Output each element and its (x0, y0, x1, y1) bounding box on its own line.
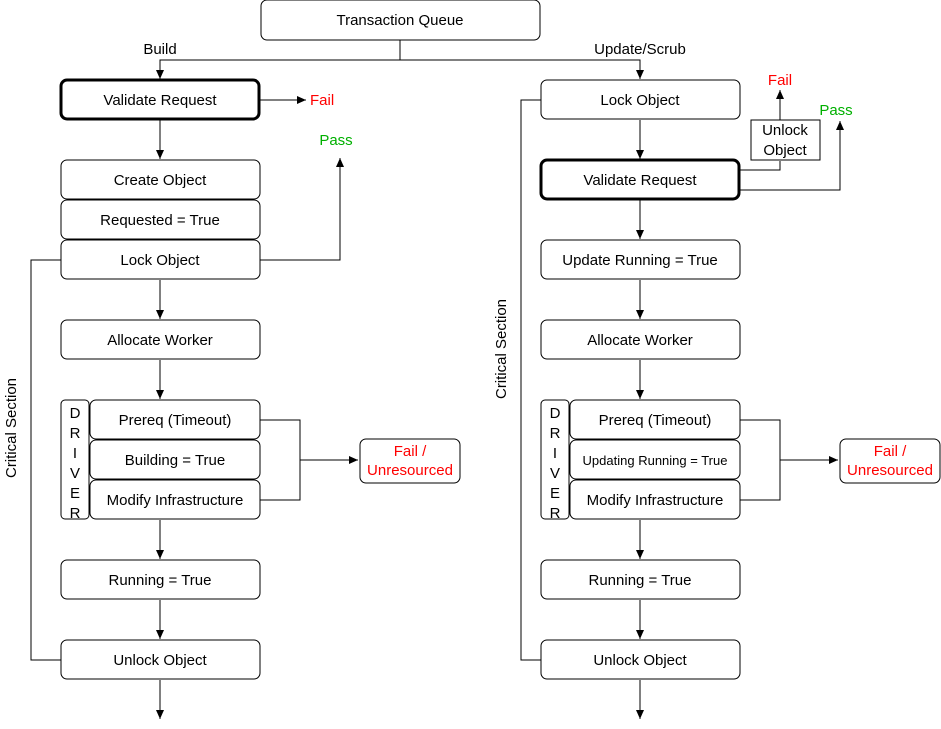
right-driver-letter: E (550, 485, 560, 502)
right-running-true-label: Running = True (589, 572, 692, 589)
left-driver-letter: D (70, 405, 81, 422)
right-critical-section-label: Critical Section (493, 299, 510, 399)
right-validate-request-node[interactable]: Validate Request (539, 158, 741, 201)
right-modify-infrastructure-label: Modify Infrastructure (587, 492, 724, 509)
right-unlock-small-node[interactable]: Unlock Object (750, 119, 821, 161)
left-running-true-label: Running = True (109, 572, 212, 589)
right-fail-label: Fail (768, 72, 792, 89)
left-driver-bracket (260, 419, 301, 501)
left-fail-label: Fail (310, 92, 334, 109)
right-allocate-worker-label: Allocate Worker (587, 332, 693, 349)
left-critical-section-label: Critical Section (3, 378, 20, 478)
right-pass-label: Pass (819, 102, 852, 119)
update-scrub-label: Update/Scrub (594, 41, 686, 58)
left-modify-infrastructure-label: Modify Infrastructure (107, 492, 244, 509)
transaction-queue-node[interactable]: Transaction Queue (260, 0, 541, 41)
left-allocate-worker-node[interactable]: Allocate Worker (60, 319, 261, 360)
left-prereq-label: Prereq (Timeout) (119, 412, 232, 429)
right-driver-letter: D (550, 405, 561, 422)
right-unlock-object-node[interactable]: Unlock Object (540, 639, 741, 680)
left-driver-letter: R (70, 425, 81, 442)
left-pass-label: Pass (319, 132, 352, 149)
right-driver-letter: V (550, 465, 560, 482)
left-fail-unresourced-node[interactable]: Fail / Unresourced (359, 438, 461, 484)
left-driver-letter: I (73, 445, 77, 462)
build-label: Build (143, 41, 176, 58)
right-validate-request-label: Validate Request (583, 172, 697, 189)
right-driver-letter: R (550, 505, 561, 522)
right-unlock-small-line1: Unlock (762, 122, 808, 139)
update-edge (400, 59, 644, 79)
left-fail-unresourced-line1: Fail / (394, 443, 427, 460)
right-driver-node[interactable]: D R I V E R (540, 399, 570, 522)
left-validate-request-label: Validate Request (103, 92, 217, 109)
left-driver-node[interactable]: D R I V E R (60, 399, 90, 522)
left-building-true-node[interactable]: Building = True (89, 439, 261, 480)
right-fail-unresourced-line2: Unresourced (847, 462, 933, 479)
left-modify-infrastructure-node[interactable]: Modify Infrastructure (89, 479, 261, 520)
right-driver-letter: R (550, 425, 561, 442)
left-critical-section-bracket (30, 259, 61, 661)
left-running-true-node[interactable]: Running = True (60, 559, 261, 600)
right-prereq-node[interactable]: Prereq (Timeout) (569, 399, 741, 440)
right-update-running-label: Update Running = True (562, 252, 718, 269)
right-driver-bracket (740, 419, 781, 501)
left-requested-true-node[interactable]: Requested = True (60, 199, 261, 240)
left-unlock-object-label: Unlock Object (113, 652, 207, 669)
build-edge (156, 40, 401, 79)
right-fail-unresourced-node[interactable]: Fail / Unresourced (839, 438, 941, 484)
right-fail-unresourced-line1: Fail / (874, 443, 907, 460)
left-building-true-label: Building = True (125, 452, 225, 469)
left-lock-object-label: Lock Object (120, 252, 200, 269)
right-prereq-label: Prereq (Timeout) (599, 412, 712, 429)
left-allocate-worker-label: Allocate Worker (107, 332, 213, 349)
left-create-object-label: Create Object (114, 172, 207, 189)
left-unlock-object-node[interactable]: Unlock Object (60, 639, 261, 680)
left-fail-unresourced-line2: Unresourced (367, 462, 453, 479)
right-unlock-small-line2: Object (763, 142, 807, 159)
right-modify-infrastructure-node[interactable]: Modify Infrastructure (569, 479, 741, 520)
right-critical-section-bracket (520, 99, 541, 661)
right-pass-edge (740, 121, 844, 191)
right-updating-running-node[interactable]: Updating Running = True (569, 439, 741, 480)
right-lock-object-node[interactable]: Lock Object (540, 79, 741, 120)
right-driver-letter: I (553, 445, 557, 462)
left-driver-letter: V (70, 465, 80, 482)
right-unlock-object-label: Unlock Object (593, 652, 687, 669)
left-create-object-node[interactable]: Create Object (60, 159, 261, 200)
left-prereq-node[interactable]: Prereq (Timeout) (89, 399, 261, 440)
left-driver-letter: R (70, 505, 81, 522)
transaction-queue-label: Transaction Queue (336, 12, 463, 29)
right-fail-edge-lower (740, 161, 781, 171)
left-pass-edge (260, 158, 344, 261)
left-validate-request-node[interactable]: Validate Request (59, 78, 261, 121)
right-updating-running-label: Updating Running = True (583, 453, 728, 468)
left-lock-object-node[interactable]: Lock Object (60, 239, 261, 280)
left-requested-true-label: Requested = True (100, 212, 220, 229)
right-allocate-worker-node[interactable]: Allocate Worker (540, 319, 741, 360)
right-lock-object-label: Lock Object (600, 92, 680, 109)
right-update-running-node[interactable]: Update Running = True (540, 239, 741, 280)
right-running-true-node[interactable]: Running = True (540, 559, 741, 600)
left-driver-letter: E (70, 485, 80, 502)
